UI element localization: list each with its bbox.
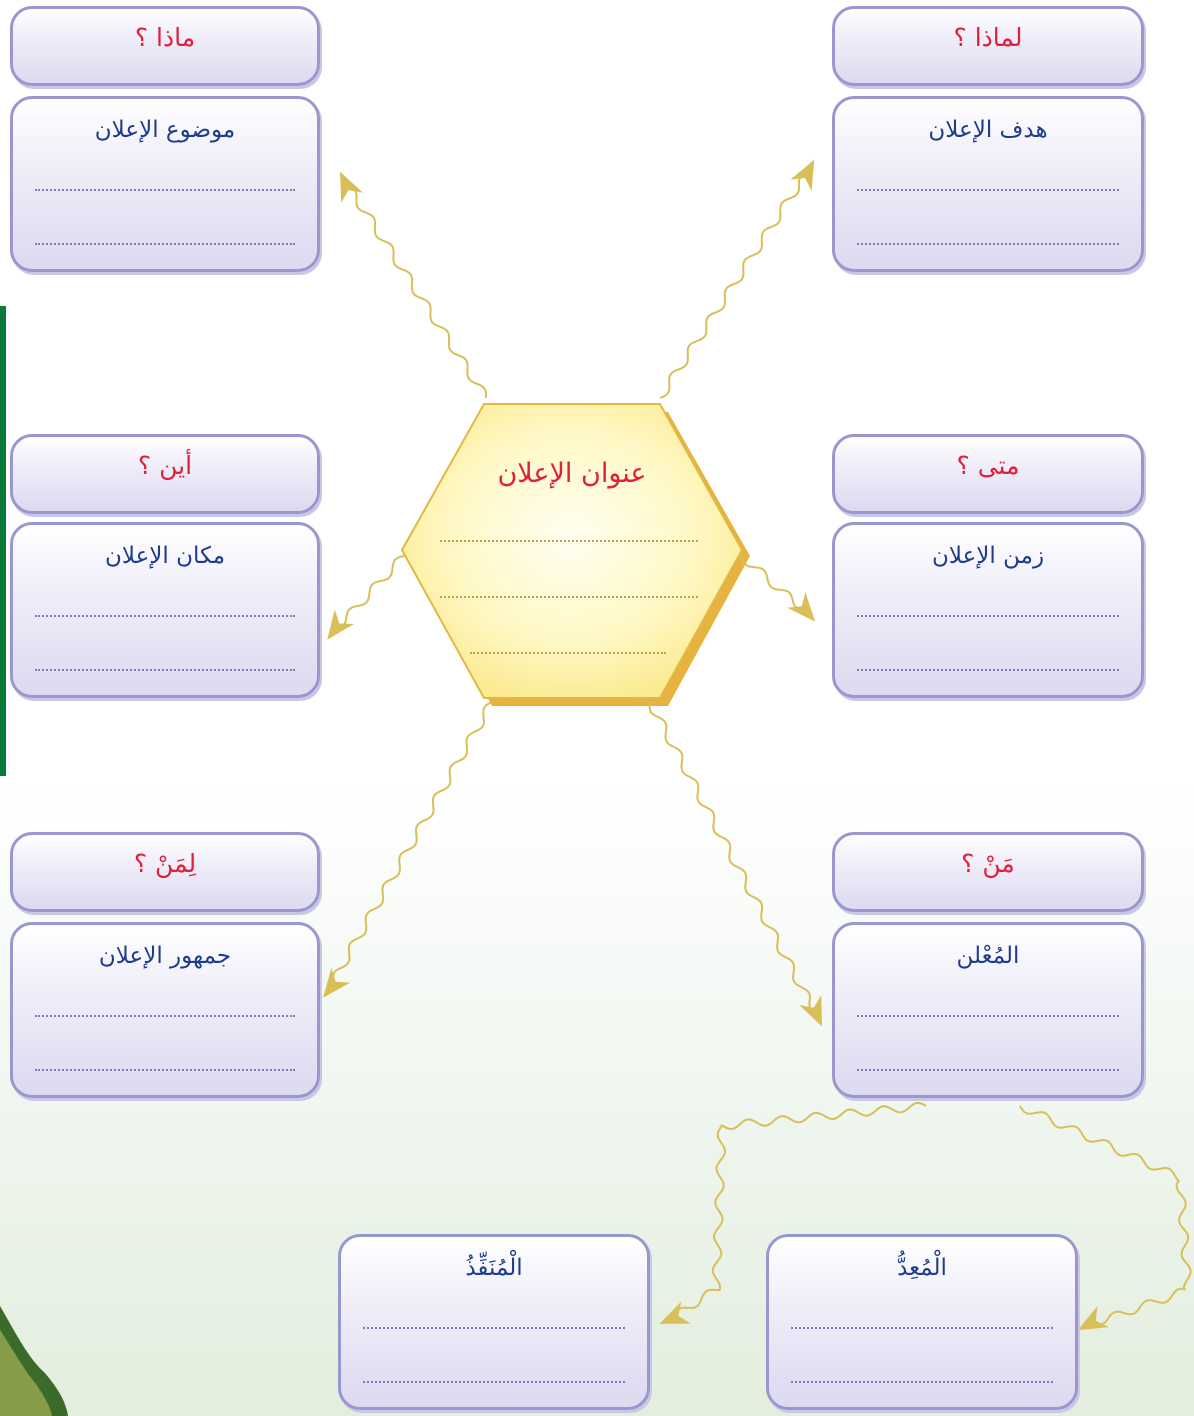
content-box-towhom: جمهور الإعلان: [10, 922, 320, 1098]
arrow-to-towhom: [323, 701, 493, 998]
center-title: عنوان الإعلان: [497, 458, 647, 489]
writing-line[interactable]: [857, 243, 1119, 245]
content-label-towhom: جمهور الإعلان: [98, 943, 232, 969]
writing-line[interactable]: [791, 1327, 1053, 1329]
content-label-why: هدف الإعلان: [928, 117, 1048, 143]
question-box-when: متى ؟: [832, 434, 1144, 514]
writing-line[interactable]: [363, 1327, 625, 1329]
sub-label-executor: الْمُنَفِّذُ: [465, 1255, 523, 1281]
writing-line[interactable]: [791, 1381, 1053, 1383]
content-box-where: مكان الإعلان: [10, 522, 320, 698]
content-box-when: زمن الإعلان: [832, 522, 1144, 698]
question-box-why: لماذا ؟: [832, 6, 1144, 86]
content-label-what: موضوع الإعلان: [94, 117, 236, 143]
question-label-towhom: لِمَنْ ؟: [133, 849, 197, 878]
writing-line[interactable]: [35, 669, 295, 671]
writing-line[interactable]: [35, 1069, 295, 1071]
question-label-when: متى ؟: [956, 451, 1020, 480]
sub-label-preparer: الْمُعِدُّ: [897, 1255, 947, 1281]
question-box-towhom: لِمَنْ ؟: [10, 832, 320, 912]
question-label-where: أين ؟: [137, 451, 193, 480]
writing-line[interactable]: [35, 615, 295, 617]
arrow-to-where: [327, 555, 405, 640]
tree-highlight: [0, 1330, 52, 1416]
center-hexagon: [400, 403, 744, 699]
writing-line[interactable]: [363, 1381, 625, 1383]
arrow-to-why: [659, 159, 815, 399]
arrow-to-what: [339, 171, 488, 399]
writing-line[interactable]: [857, 1069, 1119, 1071]
question-box-who: مَنْ ؟: [832, 832, 1144, 912]
arrow-to-preparer: [1019, 1105, 1192, 1331]
page-edge-bar: [0, 306, 6, 776]
writing-line[interactable]: [35, 1015, 295, 1017]
question-box-where: أين ؟: [10, 434, 320, 514]
center-writing-line-2: [440, 596, 698, 598]
writing-line[interactable]: [857, 189, 1119, 191]
writing-line[interactable]: [857, 669, 1119, 671]
content-box-who: المُعْلن: [832, 922, 1144, 1098]
content-box-why: هدف الإعلان: [832, 96, 1144, 272]
center-writing-line-1: [440, 540, 698, 542]
writing-line[interactable]: [857, 1015, 1119, 1017]
question-box-what: ماذا ؟: [10, 6, 320, 86]
arrow-to-when: [741, 555, 816, 622]
sub-box-executor: الْمُنَفِّذُ: [338, 1234, 650, 1410]
writing-line[interactable]: [35, 189, 295, 191]
content-label-when: زمن الإعلان: [931, 543, 1045, 569]
writing-line[interactable]: [35, 243, 295, 245]
writing-line[interactable]: [857, 615, 1119, 617]
question-label-who: مَنْ ؟: [961, 849, 1015, 878]
question-label-why: لماذا ؟: [953, 23, 1023, 52]
question-label-what: ماذا ؟: [134, 23, 196, 52]
arrow-to-who: [648, 701, 822, 1027]
content-label-who: المُعْلن: [956, 943, 1020, 969]
sub-box-preparer: الْمُعِدُّ: [766, 1234, 1078, 1410]
arrow-to-executor: [659, 1101, 927, 1324]
center-writing-line-3: [470, 652, 666, 654]
content-label-where: مكان الإعلان: [104, 543, 226, 569]
content-box-what: موضوع الإعلان: [10, 96, 320, 272]
